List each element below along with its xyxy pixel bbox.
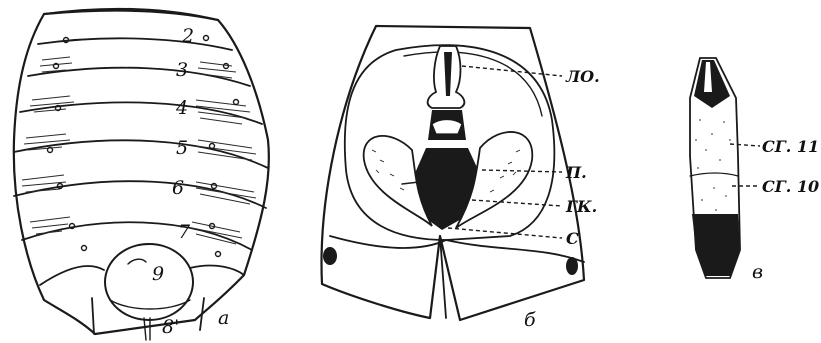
panel-b-genitalia: ЛО. П. ГК. С б xyxy=(322,26,600,331)
panel-a-letter: а xyxy=(218,307,229,329)
panel-c-callout-sg10: СГ. 10 xyxy=(762,177,819,196)
panel-a-segment-label: 2 xyxy=(181,25,194,47)
panel-b-callout-s: С xyxy=(566,229,579,248)
panel-b-callout-p: П. xyxy=(565,163,587,182)
panel-a-segment-label: 9 xyxy=(152,263,164,285)
panel-a-segment-label: 5 xyxy=(176,137,188,159)
panel-c-letter: в xyxy=(752,261,763,283)
panel-c-tip: СГ. 11 СГ. 10 в xyxy=(690,58,819,283)
panel-b-callout-lo: ЛО. xyxy=(565,67,600,86)
panel-a-segment-label: 6 xyxy=(172,177,184,199)
panel-a-segment-label: 8' xyxy=(162,316,179,338)
panel-a-abdomen: 2 3 4 5 6 7 9 8' а xyxy=(14,9,269,340)
panel-b-letter: б xyxy=(524,309,536,331)
panel-a-segment-label: 4 xyxy=(175,97,188,119)
panel-b-left-spot xyxy=(323,247,337,265)
panel-a-segment-label: 3 xyxy=(176,59,188,81)
panel-b-callout-gk: ГК. xyxy=(565,197,597,216)
panel-b-right-spot xyxy=(566,257,578,275)
panel-c-callout-sg11: СГ. 11 xyxy=(762,137,819,156)
panel-a-segment-label: 7 xyxy=(178,221,191,243)
